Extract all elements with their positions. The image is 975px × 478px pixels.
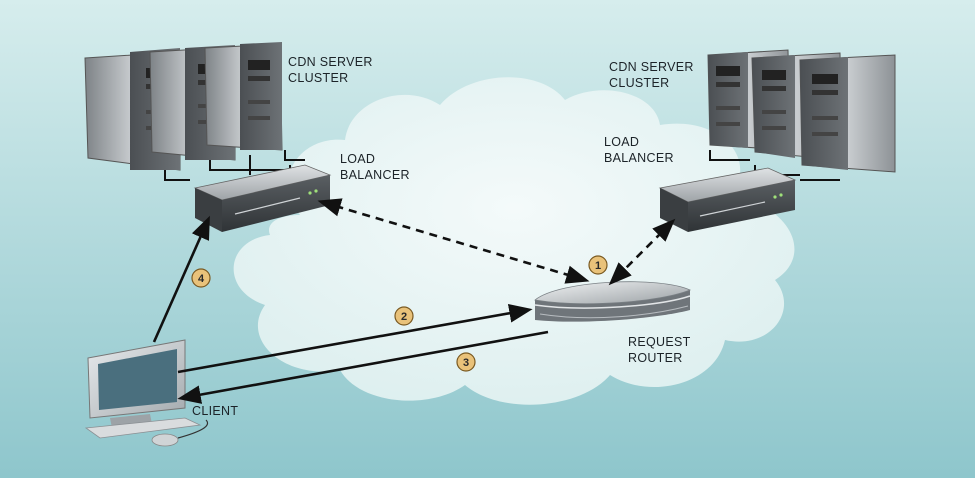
- step-badge-1: 1: [588, 255, 608, 275]
- svg-text:BALANCER: BALANCER: [340, 168, 410, 182]
- request-router: [534, 281, 692, 322]
- arrow-router-to-client: [177, 330, 549, 404]
- cdn-server-cluster-right: [707, 49, 896, 181]
- arrow-client-to-lb-left: [152, 215, 210, 343]
- desktop-computer-icon: [84, 339, 209, 447]
- svg-text:3: 3: [463, 357, 469, 369]
- router-device-icon: [534, 281, 692, 322]
- label-load-balancer-right: LOAD BALANCER: [604, 135, 674, 165]
- svg-text:LOAD: LOAD: [340, 152, 375, 166]
- svg-text:CLUSTER: CLUSTER: [288, 71, 348, 85]
- svg-text:CDN SERVER: CDN SERVER: [609, 60, 694, 74]
- client-computer: [84, 339, 209, 447]
- arrow-client-to-router: [177, 304, 533, 374]
- label-request-router: REQUEST ROUTER: [628, 335, 691, 365]
- svg-text:4: 4: [198, 273, 205, 285]
- label-client: CLIENT: [192, 404, 238, 418]
- svg-text:LOAD: LOAD: [604, 135, 639, 149]
- step-badge-2: 2: [394, 306, 414, 326]
- label-load-balancer-left: LOAD BALANCER: [340, 152, 410, 182]
- label-cdn-server-cluster-left: CDN SERVER CLUSTER: [288, 55, 373, 85]
- svg-text:CDN SERVER: CDN SERVER: [288, 55, 373, 69]
- svg-text:REQUEST: REQUEST: [628, 335, 691, 349]
- svg-text:CLUSTER: CLUSTER: [609, 76, 669, 90]
- arrow-lb-left-router: [317, 198, 590, 284]
- cdn-server-cluster-left: [84, 42, 305, 181]
- svg-text:1: 1: [595, 260, 601, 272]
- flow-arrows: [152, 198, 676, 404]
- step-badge-3: 3: [456, 352, 476, 372]
- server-tower-icon: [204, 42, 283, 151]
- label-cdn-server-cluster-right: CDN SERVER CLUSTER: [609, 60, 694, 90]
- svg-text:BALANCER: BALANCER: [604, 151, 674, 165]
- step-badge-4: 4: [191, 268, 211, 288]
- svg-text:ROUTER: ROUTER: [628, 351, 683, 365]
- svg-text:2: 2: [401, 311, 407, 323]
- server-tower-icon: [799, 54, 896, 173]
- arrow-lb-right-router: [608, 218, 676, 286]
